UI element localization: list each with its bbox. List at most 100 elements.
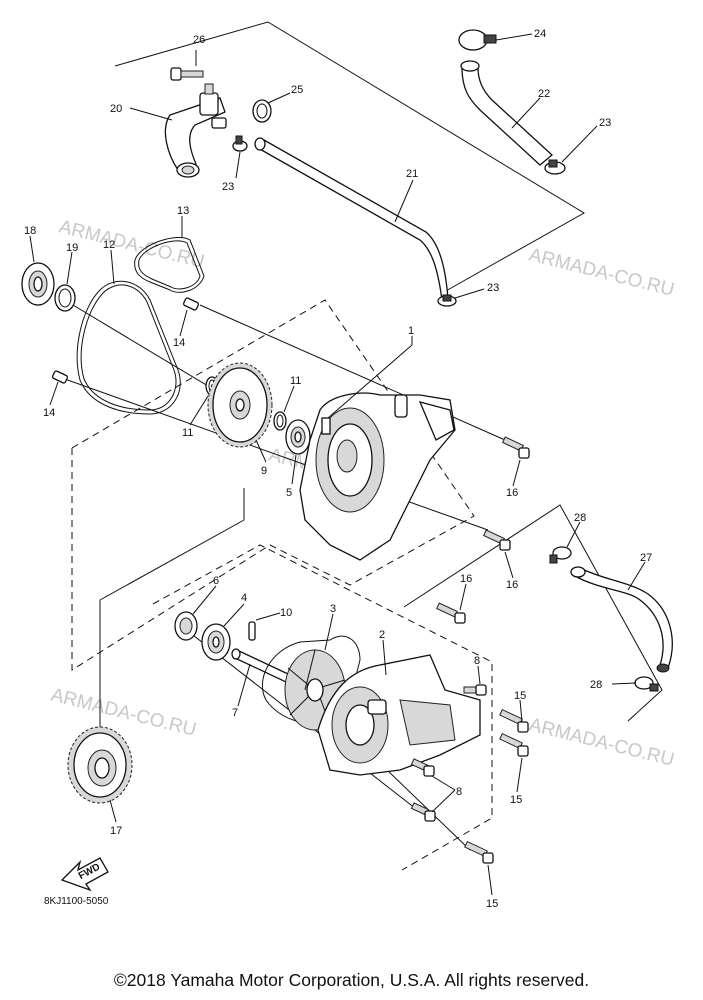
part-26-bolt: [170, 67, 204, 81]
leader-2: [382, 639, 387, 676]
part-14-dowel-upper: [182, 297, 200, 311]
part-3-o-ring: [261, 635, 361, 725]
part-10-pin: [248, 621, 256, 641]
part-6-seal: [174, 611, 198, 641]
callout-13: 13: [177, 205, 189, 217]
part-16-bolt-b: [483, 529, 511, 551]
leader-18: [29, 235, 35, 263]
part-23-clamp-upper: [232, 135, 248, 152]
leader-24: [495, 33, 533, 41]
part-21-hose: [254, 137, 449, 301]
leader-8b: [431, 775, 456, 791]
leader-15c: [487, 864, 493, 896]
callout-19: 19: [66, 242, 78, 254]
copyright-notice: ©2018 Yamaha Motor Corporation, U.S.A. A…: [113, 970, 590, 990]
watermark-2: ARMADA-CO.RU: [527, 244, 677, 300]
watermark-5: ARMADA-CO.RU: [527, 714, 677, 770]
hose-group-frame: [114, 21, 585, 293]
callout-8a: 8: [474, 655, 480, 667]
leader-28b: [611, 682, 637, 685]
leader-11a: [189, 395, 209, 426]
callout-12: 12: [103, 239, 115, 251]
fwd-arrow-icon: FWD: [60, 857, 109, 892]
part-5-bearing: [285, 419, 311, 455]
leader-21: [394, 179, 414, 223]
callout-15b: 15: [510, 794, 522, 806]
callout-24: 24: [534, 28, 546, 40]
leader-16c: [459, 583, 467, 611]
watermark-1: ARMADA-CO.RU: [57, 216, 207, 272]
part-15-bolt-a: [499, 708, 529, 733]
part-28-clamp-upper: [549, 546, 572, 564]
callout-23a: 23: [222, 181, 234, 193]
part-17-gear: [67, 726, 133, 804]
part-15-bolt-c: [464, 840, 494, 864]
part-8-bolt-lower-b: [410, 802, 436, 822]
axis-line-14a: [199, 304, 506, 441]
part-4-mechanical-seal: [201, 623, 231, 661]
part-27-hose: [570, 566, 673, 673]
part-14-dowel-lower: [51, 370, 69, 384]
leader-12: [110, 249, 115, 285]
part-16-bolt-c: [436, 602, 466, 624]
part-20-elbow-fitting: [164, 83, 227, 178]
part-12-gasket: [76, 280, 181, 415]
leader-8c: [431, 789, 456, 813]
leader-15b: [516, 757, 523, 793]
callout-15c: 15: [486, 898, 498, 910]
leader-14a: [179, 309, 188, 337]
callout-14a: 14: [173, 337, 185, 349]
leader-7: [237, 663, 251, 707]
part-8-bolt-lower-a: [410, 758, 435, 777]
leader-8a: [477, 665, 481, 685]
callout-5: 5: [286, 487, 292, 499]
callout-25: 25: [291, 84, 303, 96]
leader-16a: [512, 459, 521, 487]
part-13-gasket-inner: [138, 240, 201, 290]
part-23-clamp-lower: [437, 294, 457, 307]
leader-5: [291, 454, 297, 485]
callout-23b: 23: [599, 117, 611, 129]
leader-11b: [283, 385, 295, 413]
leader-16b: [504, 551, 514, 579]
part-15-bolt-b: [499, 732, 529, 757]
callout-21: 21: [406, 168, 418, 180]
diagram-code: 8KJ1100-5050: [44, 896, 109, 907]
callout-3: 3: [330, 603, 336, 615]
leader-23b: [561, 125, 598, 163]
part-18-bearing: [21, 262, 55, 306]
callout-14b: 14: [43, 407, 55, 419]
callout-16b: 16: [506, 579, 518, 591]
pump-housing-frame: [71, 299, 475, 671]
part-25-o-ring: [252, 99, 272, 123]
axis-line-14b: [61, 377, 489, 531]
callout-28b: 28: [590, 679, 602, 691]
hose-27-frame: [403, 504, 663, 722]
axis-line-19: [72, 304, 209, 387]
callout-20: 20: [110, 103, 122, 115]
callout-1: 1: [408, 325, 414, 337]
callout-8b: 8: [456, 786, 462, 798]
callout-10: 10: [280, 607, 292, 619]
callout-15a: 15: [514, 690, 526, 702]
callout-6: 6: [213, 575, 219, 587]
leader-9-a: [255, 439, 267, 463]
callout-16a: 16: [506, 487, 518, 499]
callout-26: 26: [193, 34, 205, 46]
leader-1-b: [327, 344, 413, 419]
leader-17: [109, 799, 117, 823]
leader-23a: [235, 151, 241, 179]
callout-numbers: 26 20 25 23 24 22 23 21 23 13 18 19 12 1…: [24, 28, 652, 910]
part-13-gasket: [134, 236, 205, 293]
leader-23c: [454, 288, 485, 299]
part-28-clamp-lower: [634, 676, 659, 692]
callout-9: 9: [261, 465, 267, 477]
callout-28a: 28: [574, 512, 586, 524]
leader-25: [267, 92, 291, 104]
callout-4: 4: [241, 592, 247, 604]
part-2-impeller-housing: [317, 654, 481, 776]
part-12-gasket-inner: [80, 284, 177, 411]
leader-4: [223, 603, 245, 627]
callout-11a: 11: [182, 427, 193, 439]
